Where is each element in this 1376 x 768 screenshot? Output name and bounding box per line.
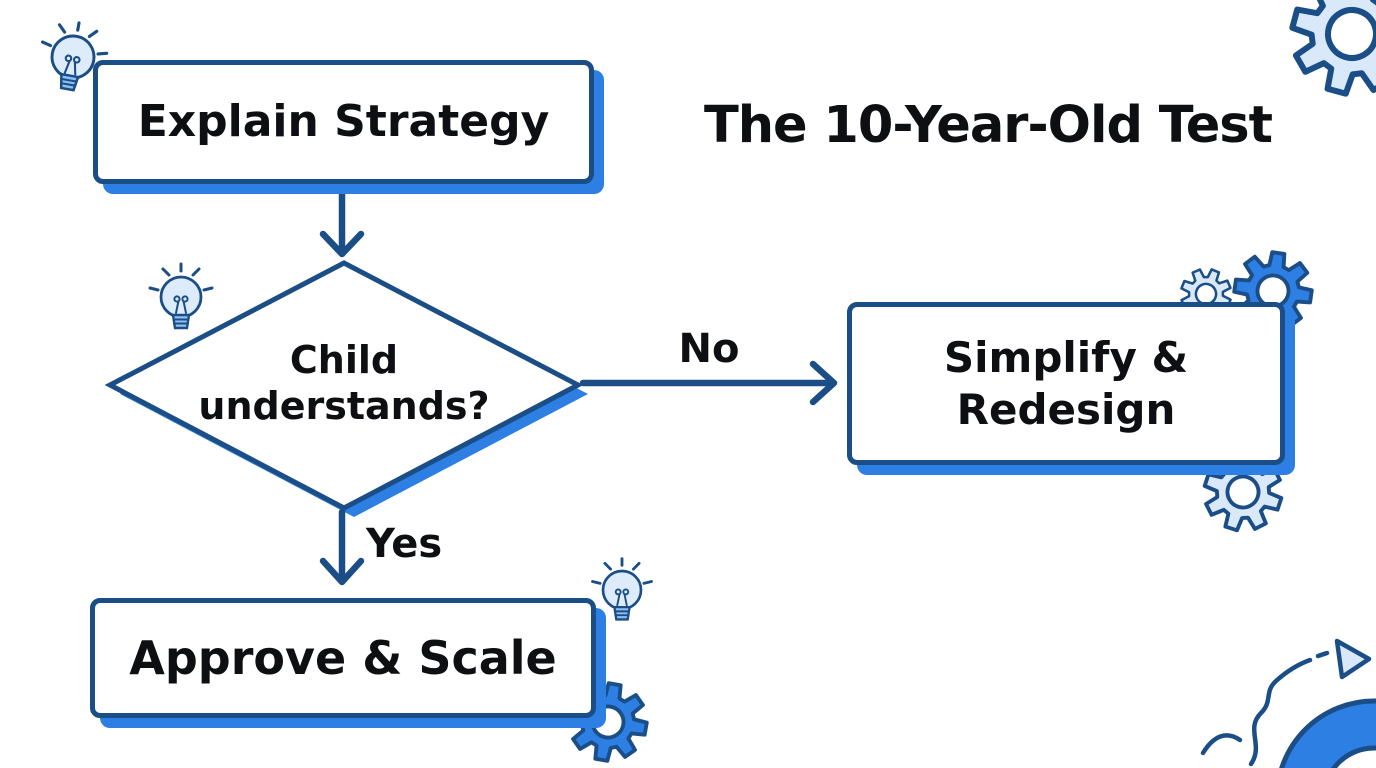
node-simplify-redesign: Simplify & Redesign (847, 302, 1285, 465)
edge-label-no: No (678, 326, 740, 372)
arrow-start-to-decision (319, 186, 365, 258)
node-label: Approve & Scale (129, 630, 557, 685)
growth-arrow-icon (1200, 638, 1372, 767)
edge-label-yes: Yes (366, 521, 443, 567)
arrow-no (579, 360, 838, 406)
node-label: Explain Strategy (137, 96, 550, 148)
ring-icon (1279, 698, 1376, 768)
page-title: The 10-Year-Old Test (703, 96, 1273, 155)
node-approve-scale: Approve & Scale (90, 598, 596, 718)
decision-label: Child understands? (198, 338, 490, 428)
decision-diamond (104, 260, 588, 517)
node-explain-strategy: Explain Strategy (93, 60, 594, 184)
node-label: Simplify & Redesign (943, 333, 1189, 434)
arrow-yes (319, 508, 365, 586)
